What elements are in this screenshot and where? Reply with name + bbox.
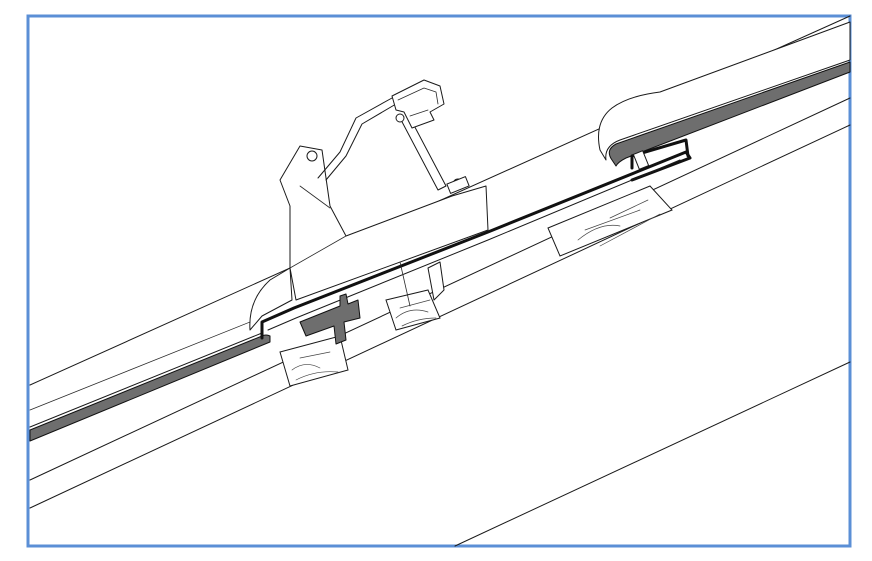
flashing-plate: [260, 150, 692, 340]
bolt-base-nut: [446, 176, 470, 194]
batten-lower-grain: [291, 351, 339, 381]
flashing-plate-inner: [267, 159, 681, 331]
upper-clip: [632, 150, 650, 170]
rail-bolt: [395, 113, 405, 123]
mount-bracket-arm-inner: [325, 103, 397, 181]
batten-middle-grain: [395, 299, 437, 327]
mount-base-inner: [289, 235, 347, 269]
bolt-lower: [306, 150, 318, 162]
batten-upper-grain: [577, 199, 661, 247]
mount-foot: [427, 261, 445, 301]
t-clamp: [299, 293, 361, 345]
lower-tile-upturn: [249, 267, 293, 331]
flashing-hook-upper: [630, 138, 690, 170]
tile-top-line-lower: [29, 317, 261, 411]
mounting-rail: [391, 79, 445, 129]
mount-anchor-line: [399, 261, 411, 307]
upper-tile-nose: [598, 21, 851, 161]
lower-tile-top-edge: [29, 332, 263, 428]
rafter-bottom-line: [454, 361, 851, 547]
mounting-rail-detail: [397, 87, 439, 117]
roof-section: [29, 15, 851, 547]
mount-base-divider: [299, 185, 331, 209]
batten-lower: [279, 335, 349, 387]
upper-roof-tile: [608, 61, 851, 167]
rafter-line-lower: [29, 124, 851, 509]
mount-bracket-diagonal: [399, 113, 447, 191]
mount-base-block: [279, 145, 489, 301]
